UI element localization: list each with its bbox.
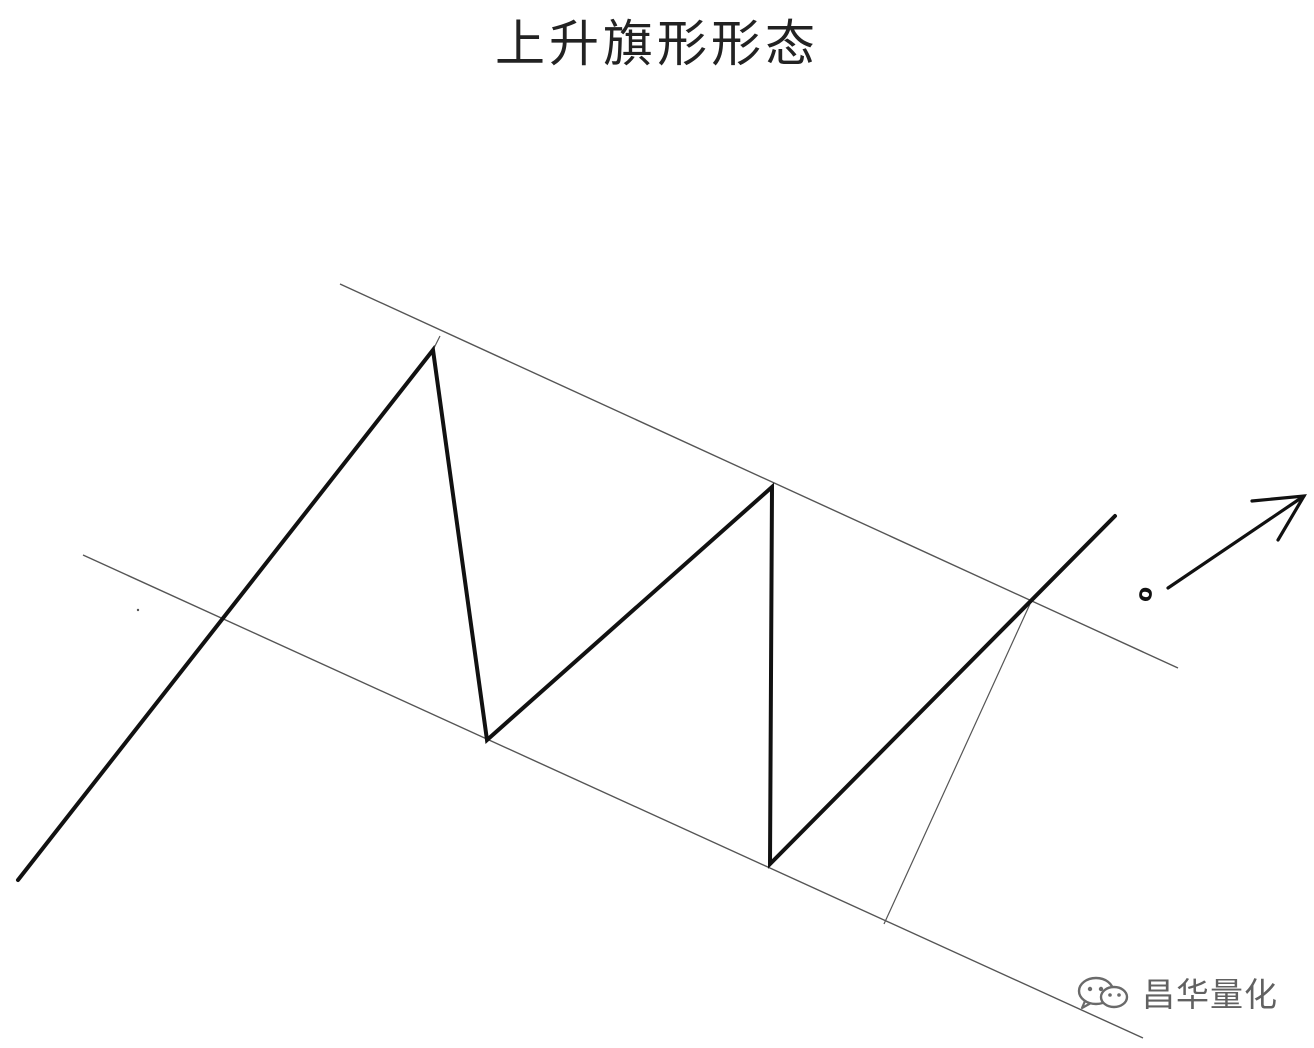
- diagram-title: 上升旗形形态: [495, 15, 819, 73]
- upper-channel-line: [339, 283, 1179, 669]
- watermark-text: 昌华量化: [1142, 975, 1278, 1014]
- stray-dot: [136, 608, 140, 612]
- breakout-label: o: [1131, 585, 1158, 604]
- watermark: 昌华量化: [1074, 968, 1278, 1016]
- price-path: [16, 345, 1117, 882]
- lower-channel-line: [82, 554, 1144, 1039]
- breakout-arrow: [1166, 494, 1307, 590]
- projection-line: [883, 603, 1031, 925]
- wechat-icon: [1077, 976, 1129, 1010]
